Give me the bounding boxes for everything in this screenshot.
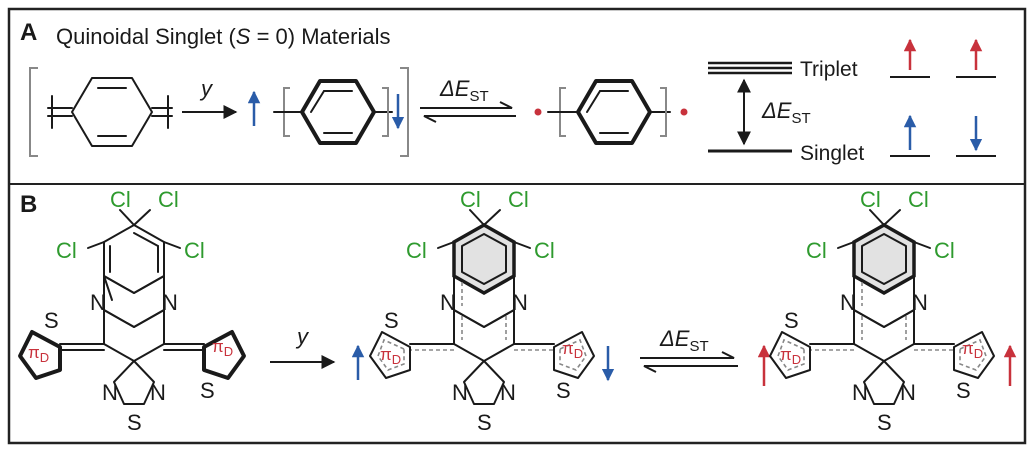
cl-3a: Cl: [860, 187, 881, 212]
pi-2right: πD: [562, 339, 583, 361]
cl-1c: Cl: [56, 238, 77, 263]
panel-b-letter: B: [20, 191, 37, 218]
panel-a-delta-label: ΔEST: [439, 76, 489, 105]
bracket-right: [400, 67, 409, 157]
panel-b-y-label: y: [295, 324, 310, 349]
cl-2a: Cl: [460, 187, 481, 212]
n-1b: N: [162, 290, 178, 315]
panel-a-title: Quinoidal Singlet (S = 0) Materials: [56, 24, 390, 49]
s-3left: S: [784, 308, 799, 333]
level-delta-label: ΔEST: [761, 98, 811, 127]
n-2a: N: [440, 290, 456, 315]
quinoid-ring: [47, 77, 173, 147]
n-2c: N: [452, 380, 468, 405]
n-3d: N: [900, 380, 916, 405]
n-1c: N: [102, 380, 118, 405]
energy-diagram: [708, 61, 792, 153]
diradical-ring: [534, 79, 688, 145]
n-1a: N: [90, 290, 106, 315]
pi-2left: πD: [380, 345, 401, 367]
pi-3left: πD: [780, 345, 801, 367]
n-2b: N: [512, 290, 528, 315]
triplet-label: Triplet: [800, 58, 858, 81]
n-2d: N: [500, 380, 516, 405]
spin-states: [890, 38, 996, 157]
n-1d: N: [150, 380, 166, 405]
molecule-quinoidal: [18, 209, 246, 405]
n-3c: N: [852, 380, 868, 405]
equilibrium-forward: [420, 101, 513, 109]
panel-a-y-label: y: [199, 76, 214, 101]
s-2left: S: [384, 308, 399, 333]
figure-frame: [7, 7, 1027, 445]
cl-1d: Cl: [184, 238, 205, 263]
s-2right: S: [556, 378, 571, 403]
aromatic-ring: [273, 79, 393, 145]
s-3core: S: [877, 410, 892, 435]
molecule-triplet: [769, 209, 995, 405]
singlet-label: Singlet: [800, 142, 864, 165]
cl-2c: Cl: [406, 238, 427, 263]
b-equilibrium-forward: [640, 351, 735, 359]
pi-1right: πD: [212, 337, 233, 359]
bracket-left: [29, 67, 38, 157]
n-3a: N: [840, 290, 856, 315]
cl-3c: Cl: [806, 238, 827, 263]
molecule-aromatic: [369, 209, 595, 405]
s-1right: S: [200, 378, 215, 403]
pi-3right: πD: [962, 339, 983, 361]
cl-3d: Cl: [934, 238, 955, 263]
cl-1a: Cl: [110, 187, 131, 212]
cl-1b: Cl: [158, 187, 179, 212]
cl-2b: Cl: [508, 187, 529, 212]
b-equilibrium-back: [643, 365, 738, 373]
cl-3b: Cl: [908, 187, 929, 212]
pi-1left: πD: [28, 343, 49, 365]
panel-a-letter: A: [20, 19, 37, 46]
panel-b-delta-label: ΔEST: [659, 326, 709, 355]
equilibrium-back: [423, 115, 516, 123]
s-2core: S: [477, 410, 492, 435]
n-3b: N: [912, 290, 928, 315]
s-1core: S: [127, 410, 142, 435]
s-1left: S: [44, 308, 59, 333]
cl-2d: Cl: [534, 238, 555, 263]
s-3right: S: [956, 378, 971, 403]
